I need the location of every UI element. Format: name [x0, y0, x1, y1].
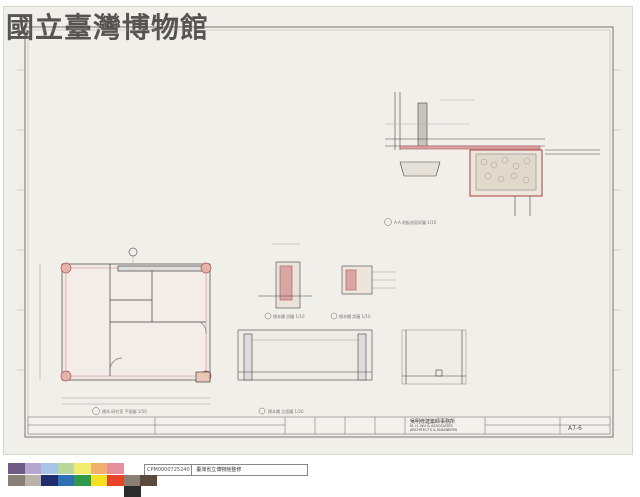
svg-text:標本櫃 詳圖 1/10: 標本櫃 詳圖 1/10: [339, 313, 371, 319]
wall-detail-2-caption: 標本櫃 詳圖 1/10: [330, 312, 371, 320]
color-swatch: [124, 486, 141, 497]
color-swatch: [90, 463, 107, 474]
firm-name-en: M. H. WU & ASSOCIATES: [410, 424, 453, 428]
firm-subtitle: ARCHITECTS & ENGINEERS: [410, 428, 458, 432]
color-swatch: [124, 463, 141, 474]
section-detail-top-caption: A-A 地板剖面詳圖 1/10: [384, 218, 437, 226]
color-swatch: [41, 463, 58, 474]
color-swatch: [24, 475, 41, 486]
elevation-a: [237, 329, 373, 381]
archive-code: CPM0000725240: [147, 467, 190, 473]
left-margin-ticks: [17, 69, 25, 371]
wall-detail-1: [258, 243, 312, 309]
drawing-frame: [24, 26, 614, 438]
museum-watermark: 國立臺灣博物館: [6, 11, 210, 44]
svg-text:標本櫃 立面圖 1/20: 標本櫃 立面圖 1/20: [268, 408, 304, 414]
color-swatch: [74, 463, 91, 474]
floor-plan-caption: 標本 研究室 平面圖 1/50: [92, 407, 147, 415]
elevation-b: [401, 329, 467, 385]
svg-text:標本 研究室 平面圖 1/50: 標本 研究室 平面圖 1/50: [102, 408, 147, 414]
color-swatch: [74, 475, 91, 486]
color-swatch: [57, 463, 74, 474]
sheet-number: A7-6: [568, 425, 582, 432]
color-swatch: [57, 475, 74, 486]
color-swatch: [140, 475, 157, 486]
color-swatch: [124, 475, 141, 486]
archive-name: 臺灣省立博物館整修: [191, 465, 241, 475]
svg-text:A-A 地板剖面詳圖 1/10: A-A 地板剖面詳圖 1/10: [394, 219, 437, 225]
wall-detail-2: [341, 265, 396, 295]
wall-detail-1-caption: 標本櫃 詳圖 1/10: [264, 312, 305, 320]
title-block: [27, 416, 611, 435]
color-swatch: [107, 463, 124, 474]
color-swatch: [24, 463, 41, 474]
svg-text:標本櫃 詳圖 1/10: 標本櫃 詳圖 1/10: [273, 313, 305, 319]
color-swatch: [107, 475, 124, 486]
elevation-a-caption: 標本櫃 立面圖 1/20: [258, 407, 304, 415]
color-swatch: [90, 475, 107, 486]
color-swatch: [8, 463, 25, 474]
firm-name-zh: 吳明修建築師事務所: [410, 419, 456, 425]
color-swatch: [8, 475, 25, 486]
color-swatch: [41, 475, 58, 486]
right-margin-ticks: [613, 69, 620, 371]
floor-plan: [39, 247, 212, 405]
archive-label: CPM0000725240 臺灣省立博物館整修: [144, 464, 308, 476]
section-detail-top: [385, 92, 600, 216]
